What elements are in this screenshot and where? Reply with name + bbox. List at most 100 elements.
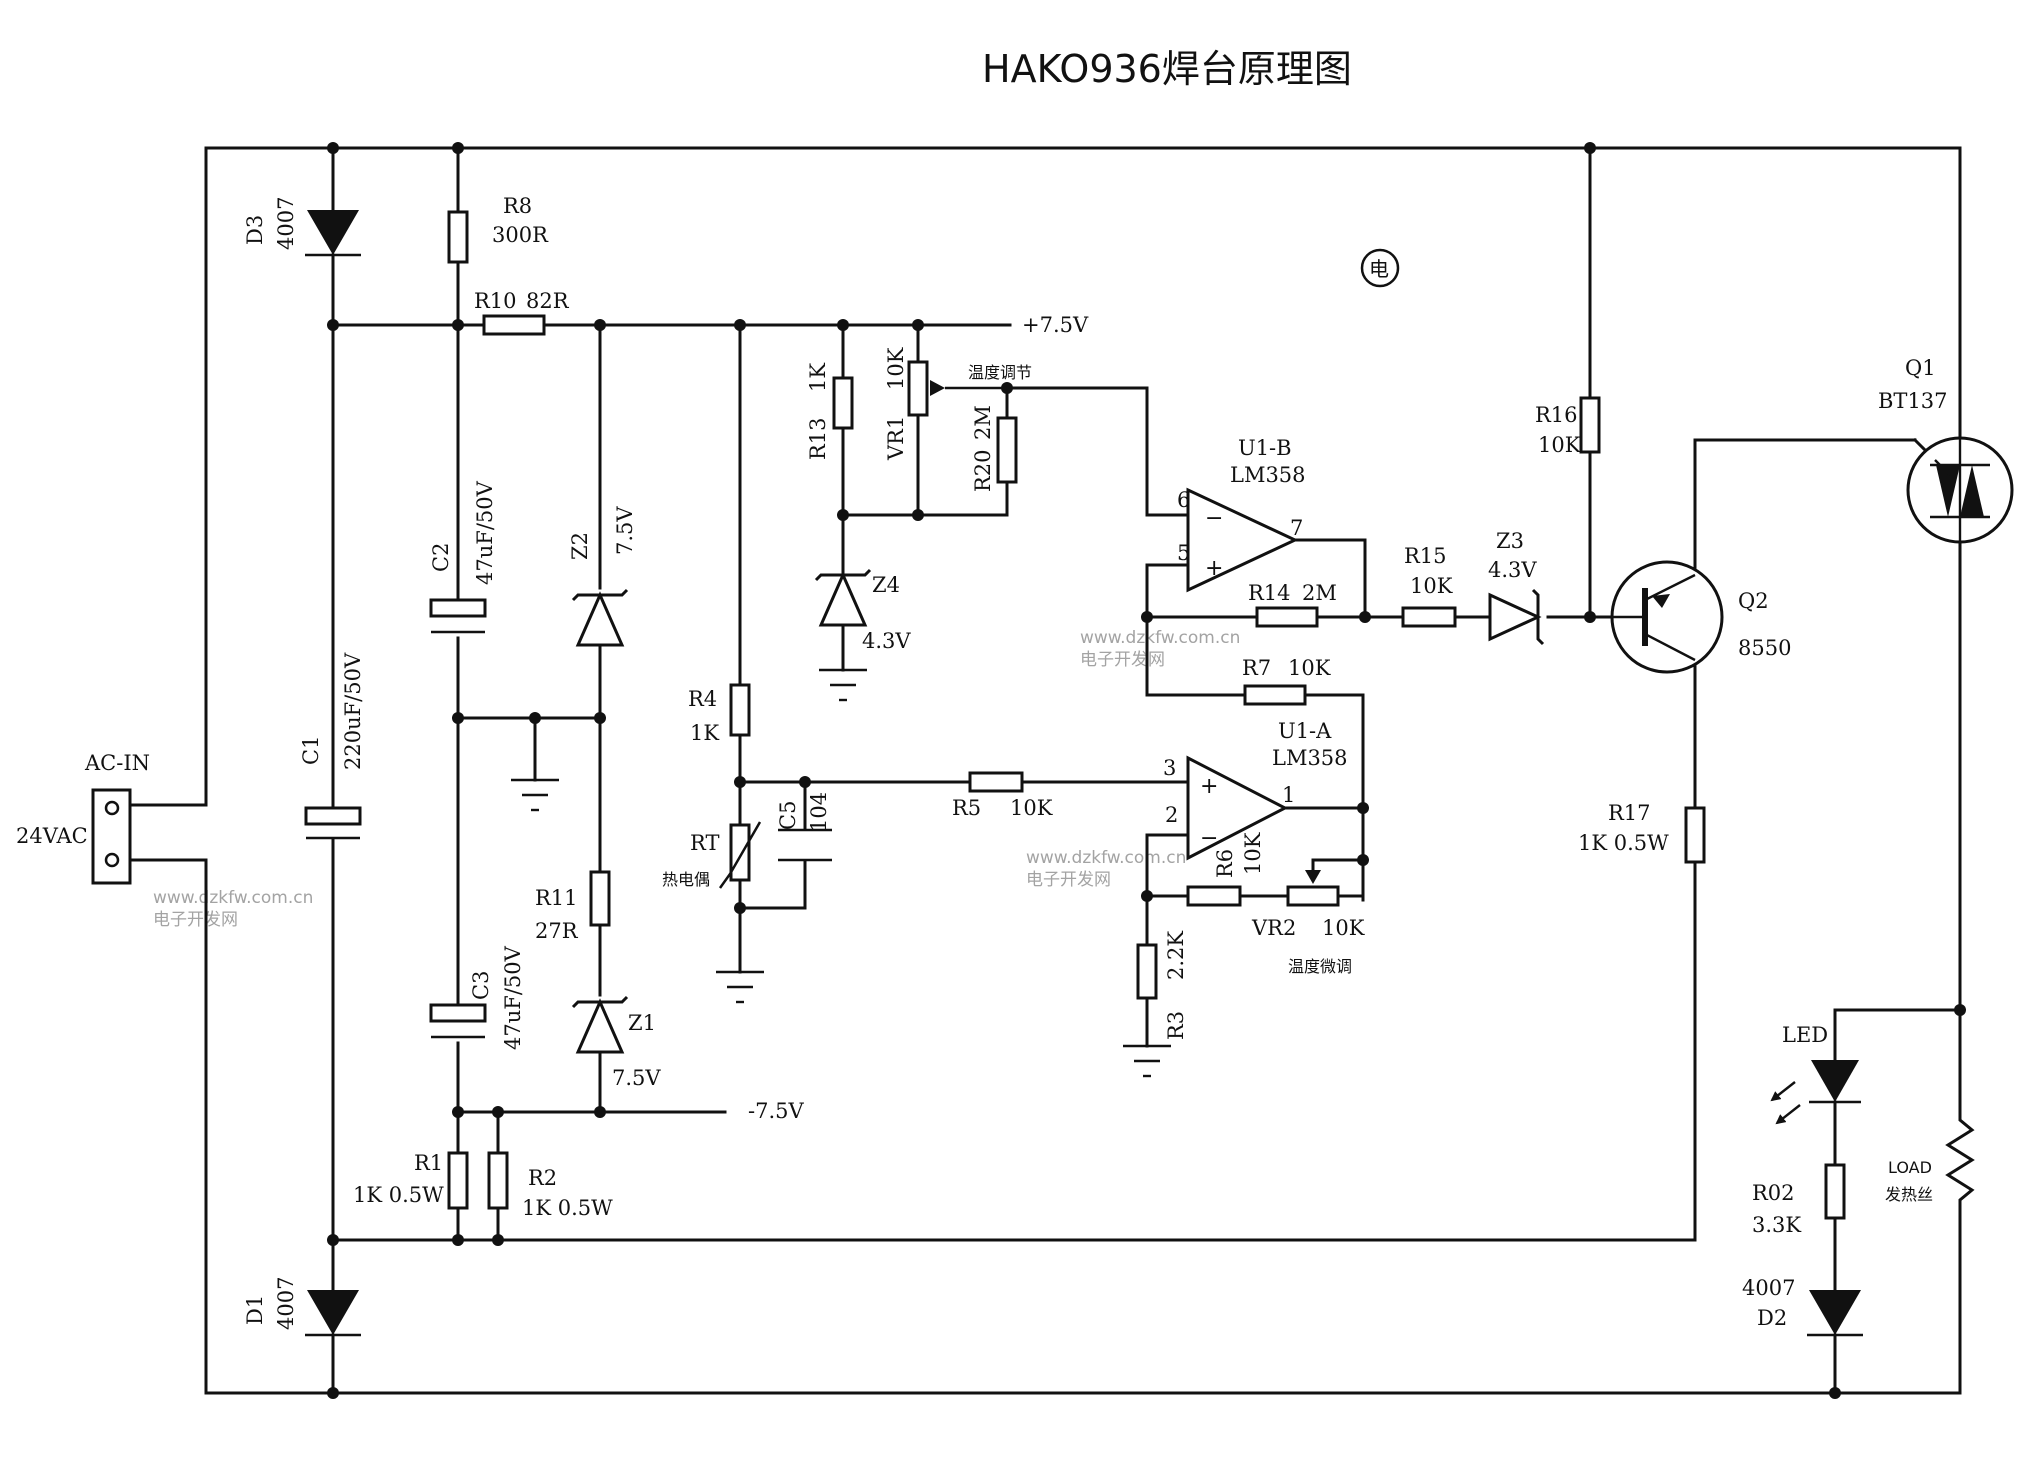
svg-text:+: +	[1200, 774, 1218, 799]
opamp-u1b: − + U1-B LM358 6 5 7	[1177, 436, 1306, 593]
vr2-note: 温度微调	[1288, 957, 1352, 976]
svg-text:LM358: LM358	[1230, 463, 1306, 487]
svg-text:VR2: VR2	[1251, 916, 1296, 940]
resistor-r15: R15 10K	[1401, 544, 1457, 628]
svg-text:Q1: Q1	[1905, 356, 1936, 380]
watermark-2: www.dzkfw.com.cn 电子开发网	[1026, 848, 1186, 890]
capacitor-c1: C1 220uF/50V	[299, 652, 365, 840]
svg-text:R20: R20	[971, 449, 995, 492]
svg-text:发热丝: 发热丝	[1885, 1185, 1933, 1204]
svg-text:Q2: Q2	[1738, 589, 1769, 613]
resistor-r02: R02 3.3K	[1752, 1163, 1846, 1237]
resistor-r11: R11 27R	[535, 870, 611, 943]
svg-text:4.3V: 4.3V	[1488, 558, 1537, 582]
svg-text:R2: R2	[528, 1166, 557, 1190]
svg-text:R11: R11	[535, 886, 578, 910]
svg-text:电子开发网: 电子开发网	[1026, 870, 1111, 890]
svg-text:7.5V: 7.5V	[613, 506, 637, 555]
svg-text:−: −	[1205, 506, 1223, 531]
svg-text:4.3V: 4.3V	[862, 629, 911, 653]
svg-text:4007: 4007	[1742, 1276, 1795, 1300]
svg-text:BT137: BT137	[1878, 389, 1948, 413]
ground-symbol-r3	[1123, 1044, 1171, 1078]
svg-text:VR1: VR1	[884, 416, 908, 461]
svg-text:R6: R6	[1213, 849, 1237, 878]
svg-text:1K 0.5W: 1K 0.5W	[1578, 831, 1669, 855]
svg-text:2.2K: 2.2K	[1164, 931, 1188, 980]
resistor-r3: R3 2.2K	[1136, 931, 1188, 1040]
svg-text:电: 电	[1369, 257, 1389, 281]
svg-text:C1: C1	[299, 736, 323, 765]
svg-text:Z3: Z3	[1496, 529, 1524, 553]
svg-text:8550: 8550	[1738, 636, 1791, 660]
svg-text:LED: LED	[1782, 1023, 1828, 1047]
svg-text:R4: R4	[688, 687, 717, 711]
svg-text:R3: R3	[1164, 1011, 1188, 1040]
svg-text:5: 5	[1177, 541, 1190, 565]
svg-text:R15: R15	[1404, 544, 1447, 568]
svg-text:R5: R5	[952, 796, 981, 820]
svg-text:U1-B: U1-B	[1238, 436, 1292, 460]
connector-ac-in: AC-IN 24VAC	[16, 751, 150, 885]
svg-text:1K: 1K	[690, 721, 719, 745]
diode-d2: 4007 D2	[1742, 1276, 1863, 1337]
svg-text:R1: R1	[414, 1151, 443, 1175]
svg-text:R14: R14	[1248, 581, 1291, 605]
zener-z1: Z1 7.5V	[571, 995, 661, 1090]
heater-load: LOAD 发热丝	[1885, 1105, 1975, 1215]
svg-text:27R: 27R	[535, 919, 579, 943]
svg-text:电子开发网: 电子开发网	[1080, 650, 1165, 670]
svg-text:RT: RT	[690, 831, 719, 855]
led: LED	[1770, 1023, 1861, 1125]
capacitor-c5: C5 104	[776, 792, 832, 862]
triac-q1: Q1 BT137	[1878, 356, 2014, 544]
opamp-u1a: + − U1-A LM358 3 2 1	[1163, 719, 1348, 861]
resistor-r7: R7 10K	[1242, 656, 1331, 706]
resistor-r10: R10 82R	[474, 289, 570, 336]
resistor-r5: R5 10K	[952, 771, 1053, 820]
svg-text:R10: R10	[474, 289, 517, 313]
resistor-r17: R17 1K 0.5W	[1578, 801, 1706, 864]
svg-text:+: +	[1205, 556, 1223, 581]
svg-text:R17: R17	[1608, 801, 1651, 825]
potentiometer-vr2[interactable]: VR2 10K	[1251, 870, 1365, 940]
svg-text:LM358: LM358	[1272, 746, 1348, 770]
thermocouple-rt: RT 热电偶	[662, 821, 762, 889]
capacitor-c3: C3 47uF/50V	[429, 945, 525, 1050]
resistor-r1: R1 1K 0.5W	[353, 1151, 469, 1210]
resistor-r6: R6 10K	[1186, 832, 1265, 907]
diode-d1: D1 4007	[243, 1277, 361, 1337]
svg-text:10K: 10K	[1410, 574, 1453, 598]
resistor-r2: R2 1K 0.5W	[487, 1151, 613, 1220]
svg-text:www.dzkfw.com.cn: www.dzkfw.com.cn	[1026, 848, 1186, 868]
svg-text:U1-A: U1-A	[1278, 719, 1332, 743]
svg-text:10K: 10K	[1538, 433, 1581, 457]
svg-text:−: −	[1200, 826, 1218, 851]
svg-text:10K: 10K	[884, 347, 908, 390]
svg-text:220uF/50V: 220uF/50V	[341, 652, 365, 770]
svg-text:LOAD: LOAD	[1888, 1158, 1932, 1177]
svg-text:47uF/50V: 47uF/50V	[501, 945, 525, 1050]
svg-text:R13: R13	[806, 417, 830, 460]
wires	[128, 146, 1962, 1395]
svg-text:Z1: Z1	[628, 1011, 656, 1035]
svg-text:C5: C5	[776, 801, 800, 830]
resistor-r16: R16 10K	[1535, 396, 1601, 457]
capacitor-c2: C2 47uF/50V	[429, 480, 497, 634]
ground-symbol-rt	[716, 970, 764, 1004]
svg-text:R8: R8	[503, 194, 532, 218]
connector-value: 24VAC	[16, 824, 88, 848]
svg-text:Z2: Z2	[568, 532, 592, 560]
svg-text:2M: 2M	[1302, 581, 1337, 605]
svg-text:10K: 10K	[1241, 832, 1265, 875]
potentiometer-vr1[interactable]: VR1 10K	[884, 347, 1007, 461]
svg-text:300R: 300R	[492, 223, 549, 247]
transistor-q2: Q2 8550	[1590, 560, 1791, 674]
resistor-r20: R20 2M	[971, 405, 1018, 492]
junctions	[327, 142, 1966, 1399]
rail-negative-label: -7.5V	[748, 1099, 804, 1123]
svg-text:1K: 1K	[806, 363, 830, 392]
logo: 电	[1360, 248, 1400, 288]
svg-text:www.dzkfw.com.cn: www.dzkfw.com.cn	[1080, 628, 1240, 648]
svg-text:4007: 4007	[274, 1277, 298, 1330]
